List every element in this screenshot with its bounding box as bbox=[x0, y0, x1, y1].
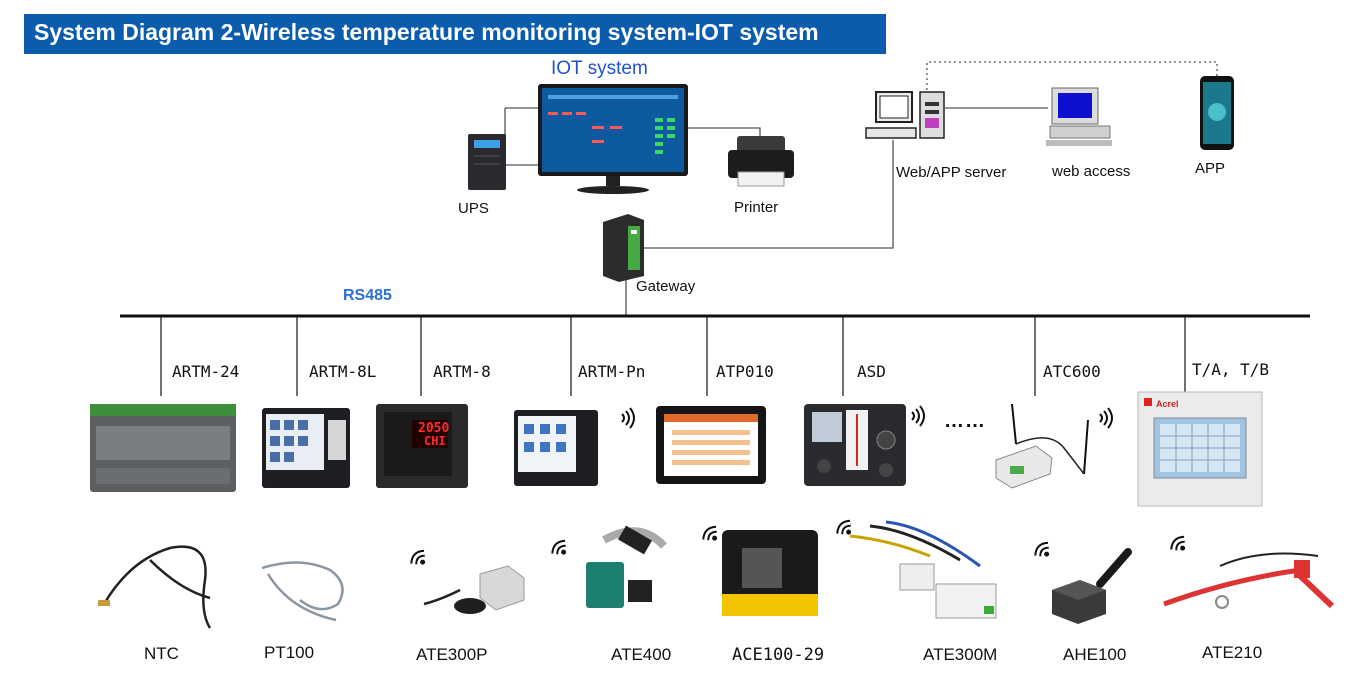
server-device bbox=[865, 91, 945, 139]
sensor-label-ate400: ATE400 bbox=[611, 645, 672, 664]
device-label-artm-pn: ARTM-Pn bbox=[578, 362, 646, 381]
wifi-icon bbox=[911, 405, 925, 427]
wireless-icons bbox=[410, 405, 1186, 565]
atc600-device bbox=[995, 403, 1089, 489]
device-label-asd: ASD bbox=[857, 362, 886, 381]
app-label: APP bbox=[1195, 160, 1226, 177]
wifi-icon bbox=[551, 539, 567, 555]
wifi-icon bbox=[1099, 407, 1113, 429]
rs485-bus bbox=[120, 314, 1310, 396]
artm8-display-bottom: CHI bbox=[424, 434, 446, 448]
wifi-icon bbox=[702, 525, 718, 541]
wifi-icon bbox=[836, 519, 852, 535]
device-label-ta-tb: T/A, T/B bbox=[1192, 360, 1270, 379]
artm-pn-device bbox=[514, 410, 598, 486]
gateway-label: Gateway bbox=[636, 278, 696, 295]
sensor-label-ate300m: ATE300M bbox=[923, 645, 998, 664]
ate400-sensor bbox=[586, 525, 667, 608]
gateway-device bbox=[603, 214, 644, 282]
ntc-sensor bbox=[98, 545, 212, 629]
sensor-label-ntc: NTC bbox=[144, 644, 179, 663]
iot-monitor bbox=[538, 84, 688, 194]
page-title: System Diagram 2-Wireless temperature mo… bbox=[34, 19, 819, 45]
printer-label: Printer bbox=[734, 199, 779, 216]
ups-label: UPS bbox=[458, 200, 489, 217]
wifi-icon bbox=[1034, 541, 1050, 557]
device-label-artm-8l: ARTM-8L bbox=[309, 362, 377, 381]
sensor-label-ate210: ATE210 bbox=[1202, 643, 1263, 662]
server-link bbox=[643, 140, 894, 249]
artm-8l-device bbox=[262, 408, 350, 488]
device-label-atc600: ATC600 bbox=[1043, 362, 1101, 381]
artm-24-device bbox=[90, 404, 236, 492]
app-phone bbox=[1200, 76, 1234, 150]
sensor-label-ahe100: AHE100 bbox=[1063, 645, 1127, 664]
atp010-device bbox=[656, 406, 766, 484]
server-label: Web/APP server bbox=[896, 164, 1007, 181]
sensor-label-ate300p: ATE300P bbox=[416, 645, 488, 664]
iot-system-label: IOT system bbox=[551, 58, 648, 79]
app-link bbox=[926, 61, 1218, 95]
ate300p-sensor bbox=[423, 565, 525, 614]
asd-device bbox=[804, 404, 906, 486]
ta-tb-cabinet bbox=[1137, 391, 1263, 507]
device-label-artm-8: ARTM-8 bbox=[433, 362, 491, 381]
sensor-label-ace100-29: ACE100-29 bbox=[732, 645, 825, 665]
rs485-label: RS485 bbox=[343, 287, 392, 304]
artm-8-device bbox=[376, 404, 468, 488]
device-label-atp010: ATP010 bbox=[716, 362, 774, 381]
wifi-icon bbox=[1170, 535, 1186, 551]
ahe100-sensor bbox=[1052, 548, 1132, 624]
ate300m-sensor bbox=[849, 520, 997, 619]
sensor-label-pt100: PT100 bbox=[264, 643, 315, 662]
device-label-artm-24: ARTM-24 bbox=[172, 362, 240, 381]
printer-device bbox=[728, 136, 794, 187]
ups-device bbox=[468, 134, 506, 190]
title-bar bbox=[24, 14, 886, 54]
wifi-icon bbox=[410, 549, 426, 565]
web-access-pc bbox=[1046, 87, 1112, 146]
wifi-icon bbox=[621, 407, 635, 429]
pt100-sensor bbox=[261, 561, 344, 622]
more-devices-ellipsis: …… bbox=[944, 410, 986, 432]
ace100-29-sensor bbox=[722, 530, 818, 616]
ate210-sensor bbox=[1163, 552, 1335, 609]
artm8-display-top: 2050 bbox=[418, 421, 450, 436]
cabinet-brand: Acrel bbox=[1156, 399, 1179, 409]
web-access-label: web access bbox=[1052, 163, 1131, 180]
